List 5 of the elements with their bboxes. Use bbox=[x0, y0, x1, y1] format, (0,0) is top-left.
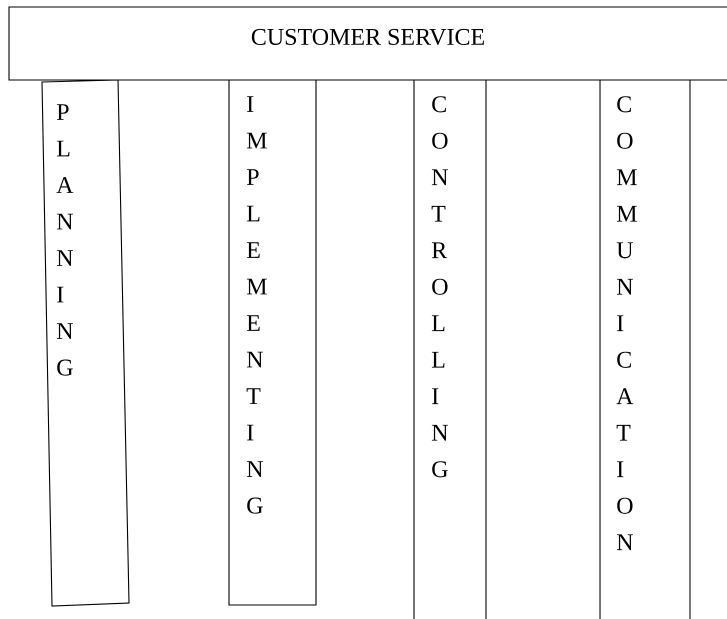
pillar-box: C O M M U N I C A T I O N bbox=[599, 79, 691, 619]
title-box: CUSTOMER SERVICE bbox=[8, 6, 727, 81]
pillar-box: I M P L E M E N T I N G bbox=[228, 79, 317, 606]
pillar-box: P L A N N I N G bbox=[41, 79, 130, 607]
pillar-box: C O N T R O L L I N G bbox=[413, 79, 487, 619]
